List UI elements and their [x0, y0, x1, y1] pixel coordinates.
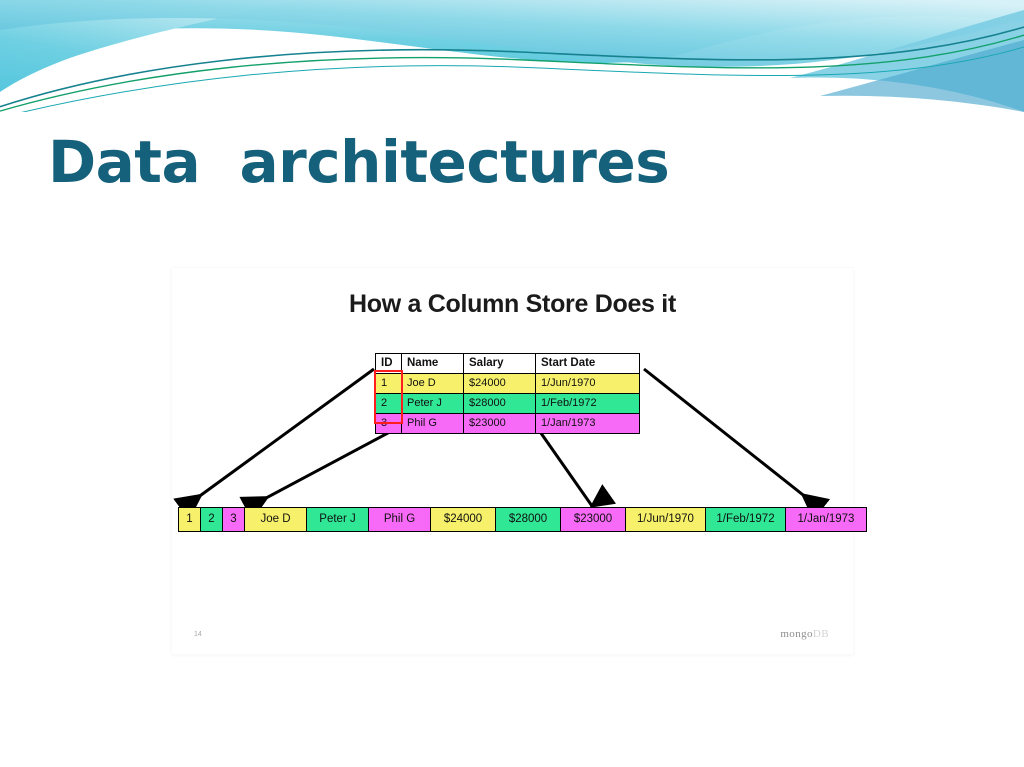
header-wave-decoration — [0, 0, 1024, 112]
cell-start-date: 1/Feb/1972 — [535, 393, 640, 414]
cell-name: Peter J — [401, 393, 464, 414]
table-header-row: ID Name Salary Start Date — [375, 353, 640, 374]
slide-image-panel: How a Column Store Does it — [172, 268, 867, 654]
cell-id: 1 — [375, 373, 402, 394]
column-strip-cell: 1/Jun/1970 — [626, 508, 706, 531]
column-strip-cell: Joe D — [245, 508, 307, 531]
column-strip-cell: Peter J — [307, 508, 369, 531]
mongodb-logo: mongoDB — [780, 628, 829, 640]
table-row: 1 Joe D $24000 1/Jun/1970 — [375, 373, 640, 394]
page-title: Data architectures — [48, 128, 670, 196]
column-header-name: Name — [401, 353, 464, 374]
cell-id: 3 — [375, 413, 402, 434]
picture-heading: How a Column Store Does it — [349, 290, 676, 318]
cell-salary: $24000 — [463, 373, 536, 394]
table-row: 3 Phil G $23000 1/Jan/1973 — [375, 413, 640, 434]
column-strip-cell: 1/Jan/1973 — [786, 508, 866, 531]
picture-page-number: 14 — [194, 631, 202, 638]
column-header-start-date: Start Date — [535, 353, 640, 374]
cell-name: Joe D — [401, 373, 464, 394]
column-strip-cell: 3 — [223, 508, 245, 531]
row-store-table: ID Name Salary Start Date 1 Joe D $24000… — [375, 353, 640, 434]
column-strip-cell: $28000 — [496, 508, 561, 531]
cell-salary: $23000 — [463, 413, 536, 434]
cell-start-date: 1/Jan/1973 — [535, 413, 640, 434]
cell-id: 2 — [375, 393, 402, 414]
cell-name: Phil G — [401, 413, 464, 434]
mongodb-logo-primary: mongo — [780, 628, 813, 640]
column-strip-cell: $24000 — [431, 508, 496, 531]
cell-salary: $28000 — [463, 393, 536, 414]
mongodb-logo-secondary: DB — [812, 628, 829, 640]
column-strip-cell: Phil G — [369, 508, 431, 531]
wave-graphic — [0, 0, 1024, 112]
column-strip-cell: 1 — [179, 508, 201, 531]
connector-lines — [173, 367, 831, 521]
column-strip-cell: $23000 — [561, 508, 626, 531]
column-strip-cell: 1/Feb/1972 — [706, 508, 786, 531]
table-row: 2 Peter J $28000 1/Feb/1972 — [375, 393, 640, 414]
column-header-salary: Salary — [463, 353, 536, 374]
column-strip-cell: 2 — [201, 508, 223, 531]
column-header-id: ID — [375, 353, 402, 374]
cell-start-date: 1/Jun/1970 — [535, 373, 640, 394]
